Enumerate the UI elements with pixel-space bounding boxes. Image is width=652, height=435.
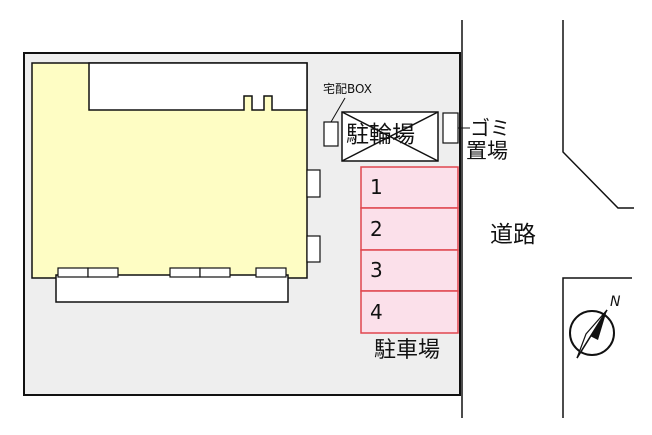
- road-label: 道路: [490, 222, 536, 248]
- outdoor-unit: [306, 235, 321, 263]
- parking-space-number: 4: [370, 300, 383, 324]
- balcony-notch: [87, 267, 119, 278]
- garbage-label-line2: 置場: [466, 139, 508, 163]
- garbage-label-line1: ゴミ: [470, 116, 510, 140]
- delivery-box-leader: [330, 97, 346, 123]
- outdoor-unit: [306, 169, 321, 198]
- parking-space-number: 2: [370, 217, 383, 241]
- garbage-area: [442, 112, 459, 144]
- delivery-box: [323, 121, 339, 147]
- road-edge-right-lower: [562, 277, 632, 418]
- road-edge-right-upper: [562, 20, 634, 209]
- delivery-box-label: 宅配BOX: [323, 82, 372, 96]
- parking-space-4: [360, 290, 459, 334]
- parking-label: 駐車場: [374, 338, 441, 363]
- crossed-out-box-icon: [341, 111, 439, 162]
- balcony-notch: [199, 267, 231, 278]
- building-courtyard: [88, 62, 308, 111]
- compass-north-arrow-icon: [569, 309, 615, 359]
- parking-space-number: 3: [370, 258, 383, 282]
- parking-space-2: [360, 207, 459, 251]
- balcony-strip: [55, 274, 289, 303]
- parking-space-number: 1: [370, 175, 383, 199]
- bicycle-parking-label: 駐輪場: [346, 122, 415, 148]
- balcony-notch: [169, 267, 201, 278]
- balcony-notch: [255, 267, 287, 278]
- north-label: N: [610, 294, 621, 310]
- balcony-notch: [57, 267, 89, 278]
